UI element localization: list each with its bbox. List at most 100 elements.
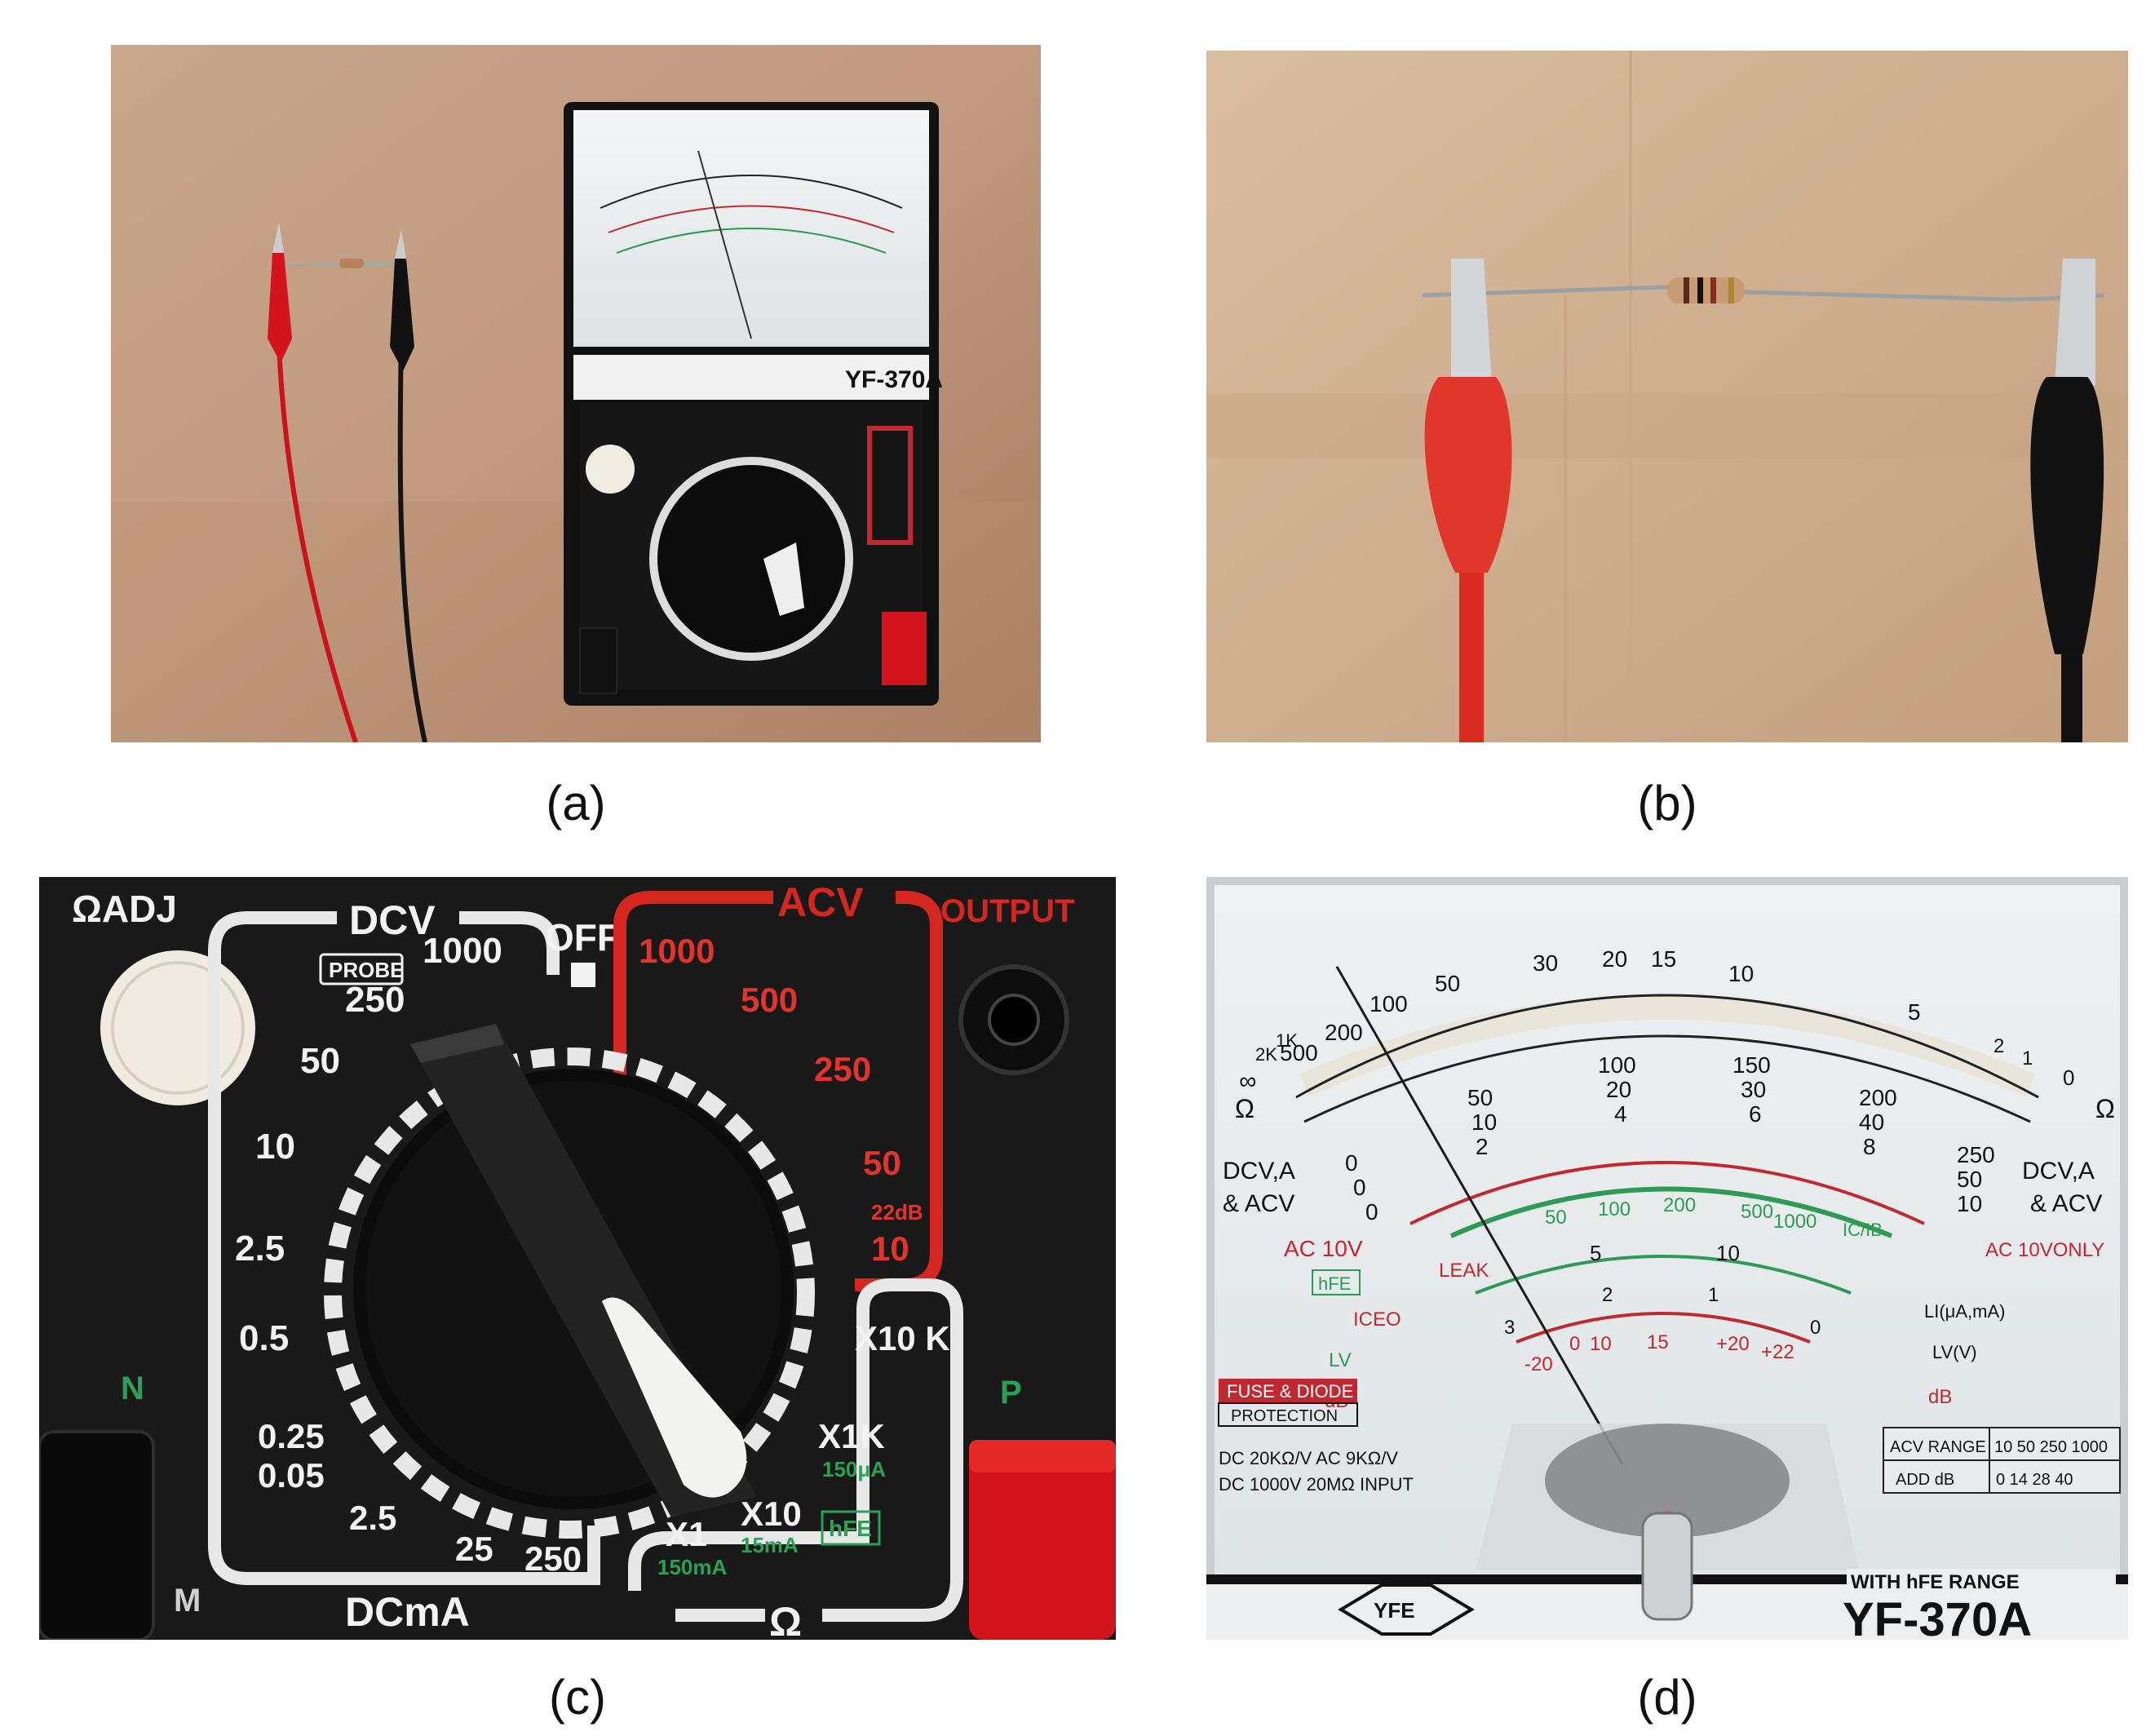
db-scale-plus20: +20	[1716, 1333, 1750, 1355]
red-clip-b	[1424, 377, 1512, 573]
dc-scale-a-100: 100	[1598, 1052, 1636, 1078]
dcv-range-0-25: 0.25	[258, 1417, 325, 1455]
photo-c-selector-dial: ΩADJ DCV PROBE 1000 250 50 10 2.5 0.5 0.…	[39, 877, 1116, 1640]
dc-scale-c-10: 10	[1957, 1191, 1982, 1216]
photo-c-svg: ΩADJ DCV PROBE 1000 250 50 10 2.5 0.5 0.…	[39, 877, 1116, 1640]
red-wire-b	[1459, 573, 1484, 742]
li-scale-10: 10	[1716, 1241, 1740, 1265]
acv-range-10: 10	[871, 1229, 909, 1268]
ohm-scale-20: 20	[1602, 946, 1627, 972]
ohm-symbol-right: Ω	[2095, 1094, 2115, 1123]
red-probe-plug-a	[882, 612, 927, 685]
ohm-range-x10: X10	[741, 1495, 802, 1533]
ohm-scale-2k: 2K	[1255, 1044, 1277, 1065]
ohm-scale-inf: ∞	[1239, 1068, 1256, 1095]
photo-d-meter-scale: Ω Ω ∞ 2K 1K 500 200 100 50 30 20 15 10 5…	[1206, 877, 2128, 1640]
ohm-scale-2: 2	[1993, 1035, 2004, 1057]
lv-label: LV	[1329, 1349, 1352, 1371]
lv-scale-3: 3	[1504, 1317, 1515, 1339]
dcv-range-10: 10	[255, 1127, 295, 1167]
dc-scale-a-150: 150	[1732, 1052, 1771, 1078]
acv-range-500: 500	[741, 981, 798, 1019]
dc-scale-arc	[1303, 1034, 2031, 1123]
dc-scale-b-30: 30	[1741, 1077, 1766, 1102]
dial-notch-ring	[324, 1047, 815, 1539]
ohm-sub-15ma: 15mA	[741, 1533, 799, 1557]
black-clip-b	[2030, 377, 2104, 654]
meter-model-label: YF-370A	[1843, 1593, 2032, 1640]
resistor	[339, 259, 364, 268]
db-scale-arc	[1516, 1312, 1811, 1344]
db-label-right: dB	[1928, 1386, 1952, 1408]
ohm-scale-1k: 1K	[1276, 1030, 1298, 1051]
caption-b: (b)	[1637, 776, 1697, 830]
photo-a-multimeter-overview: YF-370A	[111, 45, 1041, 742]
ohm-scale-15: 15	[1651, 946, 1676, 972]
off-label: OFF	[545, 916, 620, 959]
meter-needle	[1335, 966, 1624, 1465]
caption-a: (a)	[546, 776, 606, 830]
dc-scale-b-0: 0	[1353, 1175, 1366, 1200]
add-db-values: 0 14 28 40	[1996, 1471, 2073, 1489]
db-scale-10: 10	[1590, 1333, 1612, 1355]
hfe-position-label: hFE	[829, 1516, 872, 1541]
acv-label-right: & ACV	[2030, 1190, 2102, 1217]
with-hfe-range-label: WITH hFE RANGE	[1851, 1571, 2020, 1593]
dc-scale-c-8: 8	[1863, 1134, 1876, 1159]
acv-range-1000: 1000	[639, 932, 715, 970]
fuse-badge	[1219, 1379, 1357, 1403]
iceo-label: ICEO	[1353, 1309, 1401, 1331]
acv-db-label: 22dB	[871, 1200, 923, 1224]
output-label: OUTPUT	[940, 893, 1074, 929]
acv-range-50: 50	[863, 1144, 901, 1182]
add-db-header: ADD dB	[1896, 1471, 1954, 1489]
ohm-symbol-left: Ω	[1235, 1094, 1255, 1123]
black-clip	[390, 259, 414, 371]
db-scale-minus20: -20	[1524, 1353, 1553, 1375]
ohm-range-x10k: X10 K	[855, 1319, 950, 1357]
ohm-scale-5: 5	[1908, 999, 1921, 1025]
dcma-range-0-05: 0.05	[258, 1456, 325, 1495]
p-jack-label: P	[1000, 1375, 1022, 1410]
hfe-scale-200: 200	[1663, 1194, 1696, 1216]
dc-scale-b-40: 40	[1859, 1109, 1884, 1135]
meter-model-label-a: YF-370A	[845, 366, 943, 393]
selector-dial-a	[649, 457, 853, 661]
li-label: LI(μA,mA)	[1924, 1301, 2005, 1322]
zero-adjust-label: ΩADJ	[72, 888, 177, 930]
db-scale-15: 15	[1647, 1331, 1669, 1353]
dcma-range-2-5: 2.5	[349, 1499, 396, 1537]
dc-scale-b-20: 20	[1606, 1077, 1631, 1102]
leak-label: LEAK	[1439, 1260, 1489, 1282]
ac10v-label: AC 10V	[1284, 1236, 1363, 1261]
ohm-scale-10: 10	[1728, 961, 1754, 986]
ohm-scale-500: 500	[1280, 1040, 1318, 1065]
yfe-logo	[1338, 1583, 1475, 1636]
db-scale-plus22: +22	[1761, 1341, 1794, 1363]
ohm-scale-arc	[1295, 994, 2039, 1099]
dcv-range-2-5: 2.5	[235, 1229, 285, 1269]
yfe-logo-text: YFE	[1374, 1598, 1415, 1623]
ohm-scale-0: 0	[2063, 1065, 2074, 1090]
dcma-range-250: 250	[524, 1539, 582, 1578]
hfe-scale-100: 100	[1598, 1198, 1631, 1220]
zero-adjust-knob-a	[586, 445, 635, 494]
acv-range-header: ACV RANGE	[1890, 1438, 1986, 1456]
dcva-label-right: DCV,A	[2022, 1158, 2095, 1185]
acv-range-250: 250	[814, 1050, 871, 1088]
dcv-range-0-5: 0.5	[239, 1318, 289, 1358]
dcv-range-1000: 1000	[423, 931, 502, 971]
ohm-scale-50: 50	[1435, 971, 1460, 996]
li-scale-5: 5	[1590, 1241, 1601, 1265]
zero-adjust-knob[interactable]	[100, 950, 255, 1105]
lv-scale-1: 1	[1708, 1284, 1719, 1306]
hfe-scale-arc	[1449, 1186, 1893, 1238]
protection-label: PROTECTION	[1231, 1407, 1338, 1425]
ohm-scale-100: 100	[1370, 991, 1408, 1016]
dc-scale-c-4: 4	[1614, 1101, 1627, 1127]
dc-scale-b-10: 10	[1471, 1109, 1497, 1135]
dial-pointer-tip	[602, 1297, 747, 1498]
ac10v-scale-arc	[1409, 1161, 1925, 1225]
dc-scale-b-50: 50	[1957, 1167, 1982, 1192]
dc-scale-a-250: 250	[1957, 1142, 1995, 1167]
